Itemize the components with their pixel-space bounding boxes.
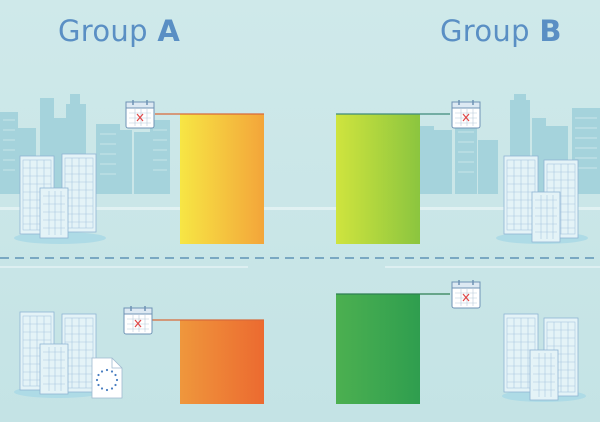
calendar-icon (451, 99, 481, 129)
road-stripe-mid-right (385, 266, 600, 268)
eu-document-icon (91, 357, 123, 399)
group-b-title: Group B (440, 14, 562, 48)
buildings-top-right (496, 155, 588, 244)
group-a-title: Group A (58, 14, 181, 48)
buildings-bottom-right (502, 313, 586, 402)
bar-group-a-top (180, 114, 264, 244)
calendar-icon (123, 305, 153, 335)
bar-group-b-top (336, 114, 420, 244)
road-stripe-mid-left (0, 266, 248, 268)
bar-group-b-bottom (336, 294, 420, 404)
buildings-bottom-left (14, 311, 102, 398)
calendar-icon (451, 279, 481, 309)
road-stripe-top (0, 207, 600, 210)
bar-group-a-bottom (180, 320, 264, 404)
buildings-top-left (14, 153, 106, 244)
calendar-icon (125, 99, 155, 129)
